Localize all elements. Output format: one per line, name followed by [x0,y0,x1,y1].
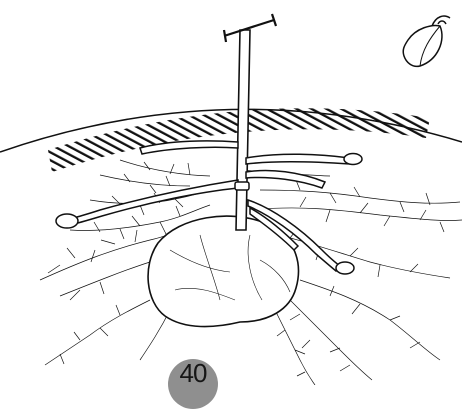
plant-root-illustration [0,0,462,385]
page-number: 40 [168,359,218,386]
leaf-icon [403,16,450,66]
page-number-badge: 40 [168,359,218,409]
